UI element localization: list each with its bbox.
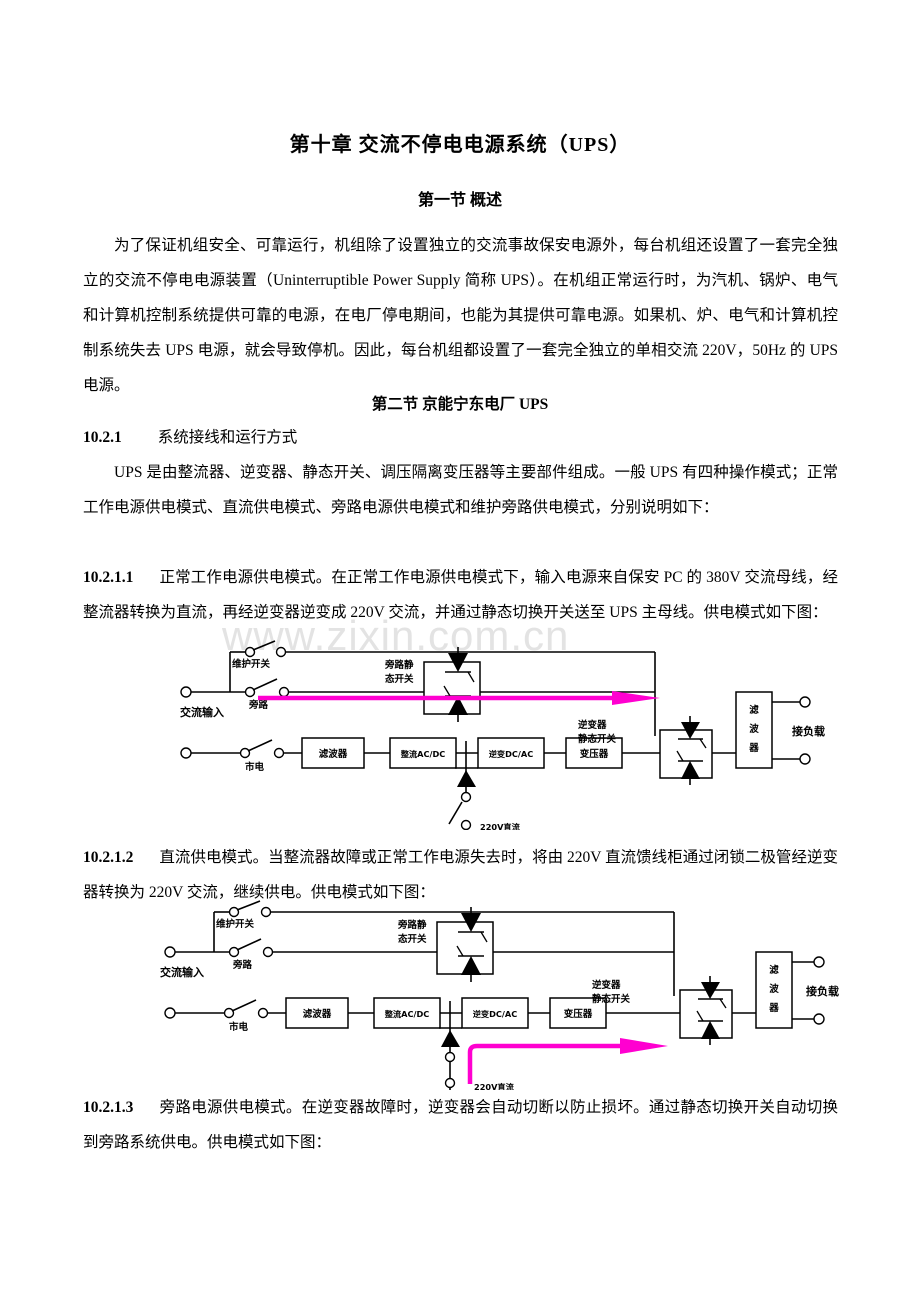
diagram-normal-mode-svg: 维护开关 旁路 交流输入 旁路静 态开关 bbox=[180, 640, 825, 830]
label-filter-output-2-char3: 器 bbox=[768, 1003, 779, 1014]
label-inverter: 逆变DC/AC bbox=[489, 749, 534, 759]
diagram-dc-mode: 维护开关 旁路 交流输入 旁路静 态开关 bbox=[0, 900, 920, 1090]
label-to-load: 接负载 bbox=[792, 724, 825, 738]
label-rectifier: 整流AC/DC bbox=[400, 749, 446, 759]
label-inverter-static-switch-line1: 逆变器 bbox=[578, 719, 607, 731]
label-bypass-static-switch-line1: 旁路静 bbox=[384, 659, 414, 671]
heading-10-2-1-3-number: 10.2.1.3 bbox=[83, 1099, 134, 1116]
label-bypass: 旁路 bbox=[248, 699, 269, 711]
label-bypass-static-switch-line2: 态开关 bbox=[385, 673, 414, 685]
label-filter-output-2-char2: 波 bbox=[769, 983, 779, 995]
section-one-title: 第一节 概述 bbox=[417, 192, 502, 209]
heading-10-2-1-text: 系统接线和运行方式 bbox=[157, 429, 298, 446]
heading-10-2-1-3-text: 旁路电源供电模式。在逆变器故障时，逆变器会自动切断以防止损坏。通过静态切换开关自… bbox=[83, 1099, 838, 1151]
paragraph-overview: 为了保证机组安全、可靠运行，机组除了设置独立的交流事故保安电源外，每台机组还设置… bbox=[83, 237, 838, 394]
label-mains-2: 市电 bbox=[229, 1021, 249, 1033]
label-ac-input-2: 交流输入 bbox=[160, 965, 204, 979]
diagram-normal-mode: 维护开关 旁路 交流输入 旁路静 态开关 bbox=[0, 640, 920, 830]
heading-10-2-1-1-number: 10.2.1.1 bbox=[83, 569, 134, 586]
label-inverter-static-switch-2-line1: 逆变器 bbox=[592, 979, 621, 991]
label-dc-220v: 220V直流 bbox=[480, 822, 521, 830]
label-filter-input: 滤波器 bbox=[319, 748, 348, 760]
label-bypass-static-switch-2-line1: 旁路静 bbox=[397, 919, 427, 931]
chapter-title: 第十章 交流不停电电源系统（UPS） bbox=[289, 134, 631, 156]
label-maintenance-switch-2: 维护开关 bbox=[216, 918, 255, 930]
heading-10-2-1: 10.2.1 系统接线和运行方式 bbox=[83, 420, 838, 455]
label-filter-output-char3: 器 bbox=[748, 743, 759, 754]
label-dc-220v-2: 220V直流 bbox=[474, 1082, 515, 1090]
section-two-title: 第二节 京能宁东电厂 UPS bbox=[371, 396, 549, 413]
label-filter-output-2-char1: 滤 bbox=[769, 964, 779, 976]
label-inverter-static-switch-2-line2: 静态开关 bbox=[592, 993, 631, 1005]
label-transformer-2: 变压器 bbox=[564, 1008, 593, 1020]
label-ac-input: 交流输入 bbox=[180, 705, 224, 719]
label-filter-input-2: 滤波器 bbox=[303, 1008, 332, 1020]
label-rectifier-2: 整流AC/DC bbox=[384, 1009, 430, 1019]
heading-10-2-1-1-text: 正常工作电源供电模式。在正常工作电源供电模式下，输入电源来自保安 PC 的 38… bbox=[83, 569, 838, 621]
label-mains: 市电 bbox=[245, 761, 265, 773]
label-to-load-2: 接负载 bbox=[806, 984, 839, 998]
label-filter-output-char1: 滤 bbox=[749, 704, 759, 716]
label-inverter-2: 逆变DC/AC bbox=[473, 1009, 518, 1019]
label-maintenance-switch: 维护开关 bbox=[232, 658, 271, 670]
label-inverter-static-switch-line2: 静态开关 bbox=[578, 733, 617, 745]
heading-10-2-1-number: 10.2.1 bbox=[83, 429, 122, 446]
heading-10-2-1-2-number: 10.2.1.2 bbox=[83, 849, 134, 866]
paragraph-ups-components: UPS 是由整流器、逆变器、静态开关、调压隔离变压器等主要部件组成。一般 UPS… bbox=[83, 464, 838, 516]
diagram-dc-mode-svg: 维护开关 旁路 交流输入 旁路静 态开关 bbox=[160, 900, 839, 1090]
label-bypass-static-switch-2-line2: 态开关 bbox=[398, 933, 427, 945]
label-filter-output-char2: 波 bbox=[749, 723, 759, 735]
label-bypass-2: 旁路 bbox=[232, 959, 253, 971]
label-transformer: 变压器 bbox=[580, 748, 609, 760]
heading-10-2-1-2-text: 直流供电模式。当整流器故障或正常工作电源失去时，将由 220V 直流馈线柜通过闭… bbox=[83, 849, 838, 901]
